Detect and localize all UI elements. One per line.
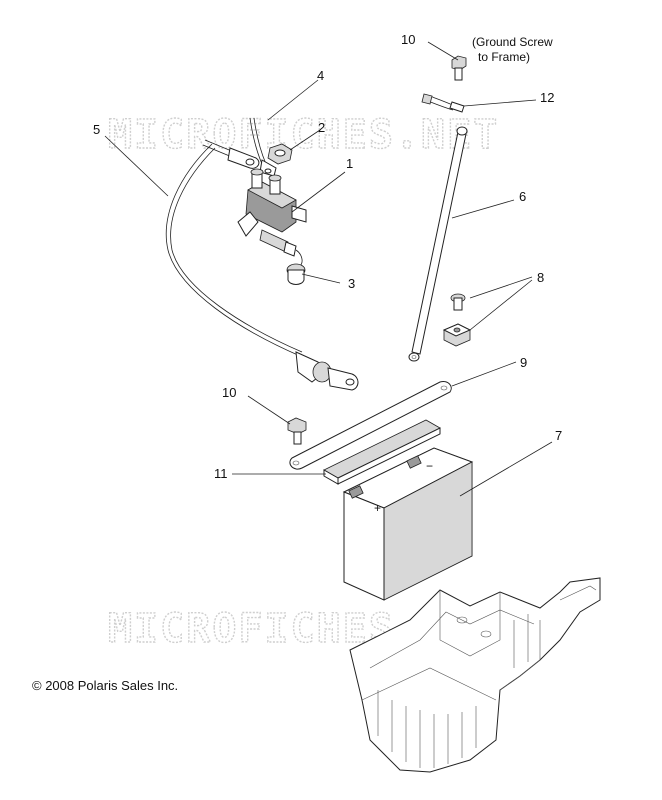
starter-solenoid [237,168,307,267]
callout-3: 3 [348,276,355,291]
callout-8: 8 [537,270,544,285]
watermark-top: MICROFICHES.NET [108,112,499,158]
battery-cable [165,143,359,391]
callout-10-top: 10 [401,32,415,47]
battery-minus-mark: − [426,459,433,473]
callout-12: 12 [540,90,554,105]
ground-cable [421,93,465,113]
callout-5: 5 [93,122,100,137]
callout-9: 9 [520,355,527,370]
hold-down-bolt [450,293,466,311]
ground-screw-note-line1: (Ground Screw [472,35,553,49]
callout-10-mid: 10 [222,385,236,400]
ground-screw [451,55,467,81]
nut [267,143,293,165]
ground-screw-note-line2: to Frame) [478,50,530,64]
cable-lug [202,139,260,169]
battery-pad [323,419,441,485]
callout-1: 1 [346,156,353,171]
strap-screw [287,417,307,445]
battery-strap [289,381,452,470]
solenoid-bolt [286,263,306,285]
hold-down-block [442,323,472,347]
copyright-notice: © 2008 Polaris Sales Inc. [32,678,179,693]
callout-2: 2 [318,120,325,135]
battery-plus-mark: + [374,501,381,515]
leader-lines [104,41,553,497]
battery: − + [342,447,474,601]
callout-4: 4 [317,68,324,83]
battery-hold-rod [408,126,468,362]
callout-11: 11 [214,466,228,481]
callout-6: 6 [519,189,526,204]
callout-7: 7 [555,428,562,443]
battery-box [349,577,601,773]
solenoid-lead [249,117,277,177]
